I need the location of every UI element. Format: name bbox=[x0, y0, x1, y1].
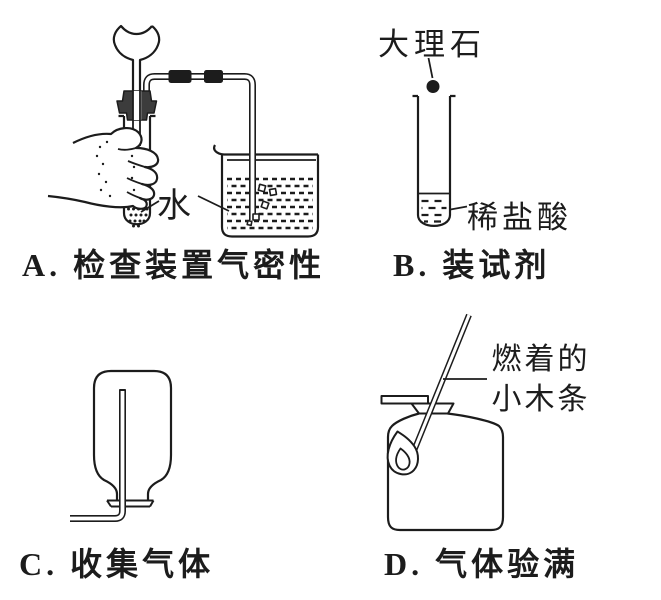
water-leader-right bbox=[197, 195, 230, 212]
apparatus-a-airtightness bbox=[47, 24, 320, 238]
water-leader-left bbox=[140, 200, 160, 213]
collection-bottle bbox=[92, 369, 173, 508]
rubber-connectors bbox=[168, 70, 223, 83]
caption-d: D. 气体验满 bbox=[384, 546, 580, 582]
acid-dashes bbox=[421, 199, 447, 223]
test-tube-b bbox=[412, 94, 456, 227]
beaker-water-dashes bbox=[227, 177, 313, 230]
l-shaped-tube bbox=[70, 389, 126, 522]
marble-piece bbox=[426, 80, 440, 93]
apparatus-c-collection bbox=[70, 369, 173, 522]
burning-splint-label-line2: 小木条 bbox=[491, 383, 591, 416]
apparatus-d-fullness-test bbox=[380, 313, 505, 532]
marble-leader-line bbox=[427, 57, 434, 79]
rubber-stopper bbox=[116, 90, 158, 121]
flame bbox=[386, 430, 419, 476]
caption-c: C. 收集气体 bbox=[19, 546, 215, 582]
burning-splint-label-line1: 燃着的 bbox=[491, 343, 591, 376]
thistle-funnel bbox=[112, 24, 161, 92]
beaker bbox=[213, 144, 320, 238]
apparatus-b-reagents bbox=[412, 57, 468, 227]
glass-lid bbox=[380, 395, 429, 405]
water-label: 水 bbox=[157, 188, 191, 225]
delivery-tube bbox=[143, 73, 256, 220]
hand bbox=[47, 127, 160, 210]
marble-label: 大理石 bbox=[378, 27, 486, 62]
dilute-hcl-label: 稀盐酸 bbox=[467, 200, 572, 235]
caption-b: B. 装试剂 bbox=[393, 247, 551, 283]
gas-bubbles bbox=[246, 183, 278, 227]
burning-splint-label: 燃着的 小木条 bbox=[481, 340, 601, 420]
caption-a: A. 检查装置气密性 bbox=[22, 247, 326, 283]
acid-leader-line bbox=[450, 205, 468, 211]
wooden-splint bbox=[410, 313, 472, 454]
